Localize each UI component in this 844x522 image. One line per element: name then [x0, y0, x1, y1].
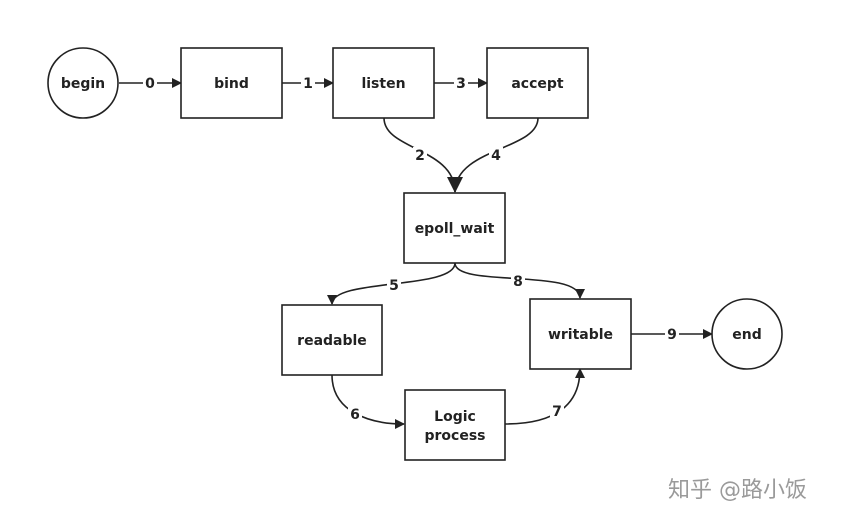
node-begin-label: begin: [61, 76, 105, 92]
edge-6: [331, 374, 405, 429]
watermark-text: 知乎 @路小饭: [668, 478, 807, 503]
node-bind-label: bind: [214, 76, 249, 92]
node-readable: readable: [281, 304, 383, 376]
node-bind: bind: [180, 47, 283, 119]
edge-7: [504, 368, 585, 425]
node-accept-label: accept: [511, 76, 564, 92]
edge-label-3: 3: [456, 76, 466, 92]
node-logic-label-line2: process: [424, 428, 485, 444]
edge-label-2: 2: [415, 148, 425, 164]
node-end: end: [711, 298, 783, 370]
node-begin: begin: [47, 47, 119, 119]
node-readable-label: readable: [297, 333, 367, 349]
node-end-label: end: [732, 327, 761, 343]
edge-label-0: 0: [145, 76, 155, 92]
edge-label-7: 7: [552, 404, 562, 420]
node-listen-label: listen: [361, 76, 405, 92]
node-listen: listen: [332, 47, 435, 119]
edge-labels: 0 1 3 2 4 5 8 6 7 9: [143, 75, 679, 423]
edge-label-1: 1: [303, 76, 313, 92]
edge-label-5: 5: [389, 278, 399, 294]
edge-label-9: 9: [667, 327, 677, 343]
node-writable: writable: [529, 298, 632, 370]
node-epoll-wait: epoll_wait: [403, 192, 506, 264]
node-epoll-wait-label: epoll_wait: [415, 221, 495, 237]
edge-label-6: 6: [350, 407, 360, 423]
edge-label-4: 4: [491, 148, 501, 164]
node-logic-process: Logic process: [404, 389, 506, 461]
node-logic-label-line1: Logic: [434, 409, 476, 425]
edge-label-8: 8: [513, 274, 523, 290]
node-accept: accept: [486, 47, 589, 119]
node-writable-label: writable: [548, 327, 613, 343]
